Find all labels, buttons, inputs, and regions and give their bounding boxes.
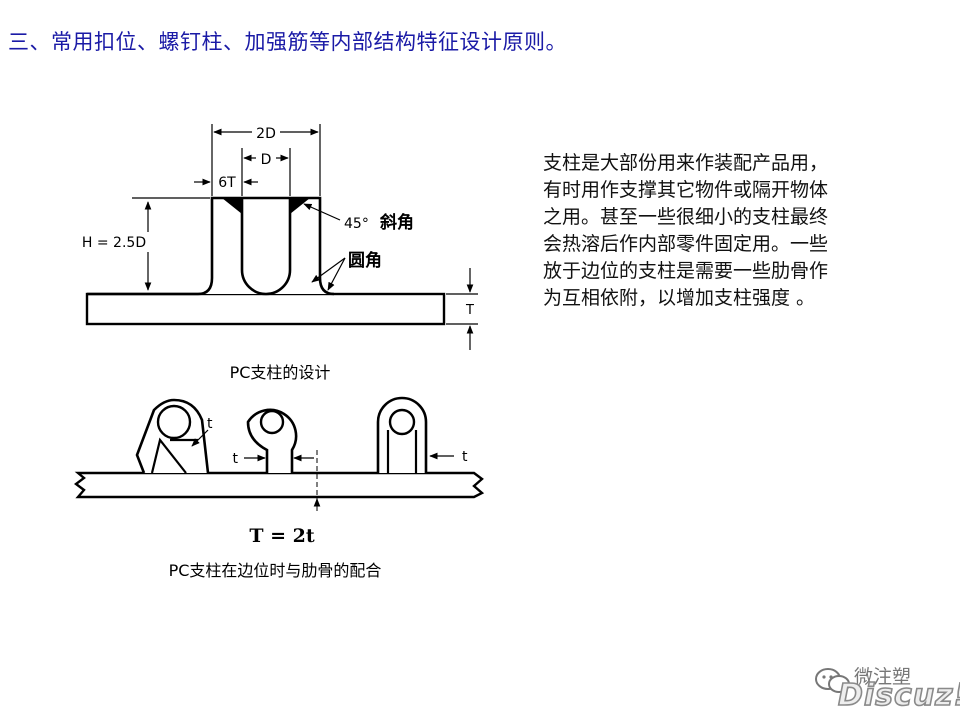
page-heading: 三、常用扣位、螺钉柱、加强筋等内部结构特征设计原则。 [8, 30, 567, 54]
description-paragraph: 支柱是大部份用来作装配产品用， 有时用作支撑其它物件或隔开物体 之用。甚至一些很… [543, 150, 923, 312]
base-plate [85, 292, 446, 326]
dim-6t-label: 6T [218, 175, 236, 191]
description-line: 之用。甚至一些很细小的支柱最终 [543, 206, 829, 228]
description-line: 会热溶后作内部零件固定用。一些 [543, 233, 829, 255]
wechat-icon [815, 668, 850, 693]
mid-t-label: t [233, 451, 239, 467]
boss-design-title: PC支柱的设计 [230, 363, 331, 382]
description-line: 为互相依附，以增加支柱强度 。 [543, 287, 816, 309]
thickness-t-label: T [465, 303, 474, 318]
dim-h-label: H = 2.5D [82, 235, 146, 251]
description-line: 放于边位的支柱是需要一些肋骨作 [543, 260, 829, 282]
boss-design-drawing: 2D D 6T H = 2.5D 45° 斜角 圆角 [74, 124, 485, 580]
chamfer-angle-label: 45° [344, 216, 369, 232]
right-t-label: t [462, 449, 468, 465]
description-line: 支柱是大部份用来作装配产品用， [543, 152, 829, 174]
dim-2d-label: 2D [256, 126, 276, 142]
chamfer-label: 斜角 [379, 212, 414, 233]
middle-boss [246, 408, 298, 473]
watermark-brand: Discuz! [837, 677, 960, 714]
dim-d-label: D [261, 152, 272, 168]
watermark-account: 微注塑 [854, 666, 912, 688]
description-line: 有时用作支撑其它物件或隔开物体 [543, 179, 829, 201]
fillet-label: 圆角 [348, 250, 382, 271]
chamfer-left [222, 198, 242, 214]
boss-design-figure: 2D D 6T H = 2.5D 45° 斜角 圆角 [62, 110, 512, 600]
boss-outer-wall [87, 196, 335, 296]
boss-section-view: 2D D 6T H = 2.5D 45° 斜角 圆角 [82, 124, 478, 350]
thickness-formula: T = 2t [249, 525, 315, 547]
boss-rib-title: PC支柱在边位时与肋骨的配合 [169, 561, 382, 580]
rib-base-plate [74, 471, 485, 499]
rib-t-label: t [207, 416, 213, 432]
watermark: 微注塑 Discuz! [810, 660, 960, 716]
boss-inner-hole [240, 198, 292, 296]
boss-rib-view: t t t [74, 396, 485, 512]
chamfer-right [290, 198, 310, 214]
